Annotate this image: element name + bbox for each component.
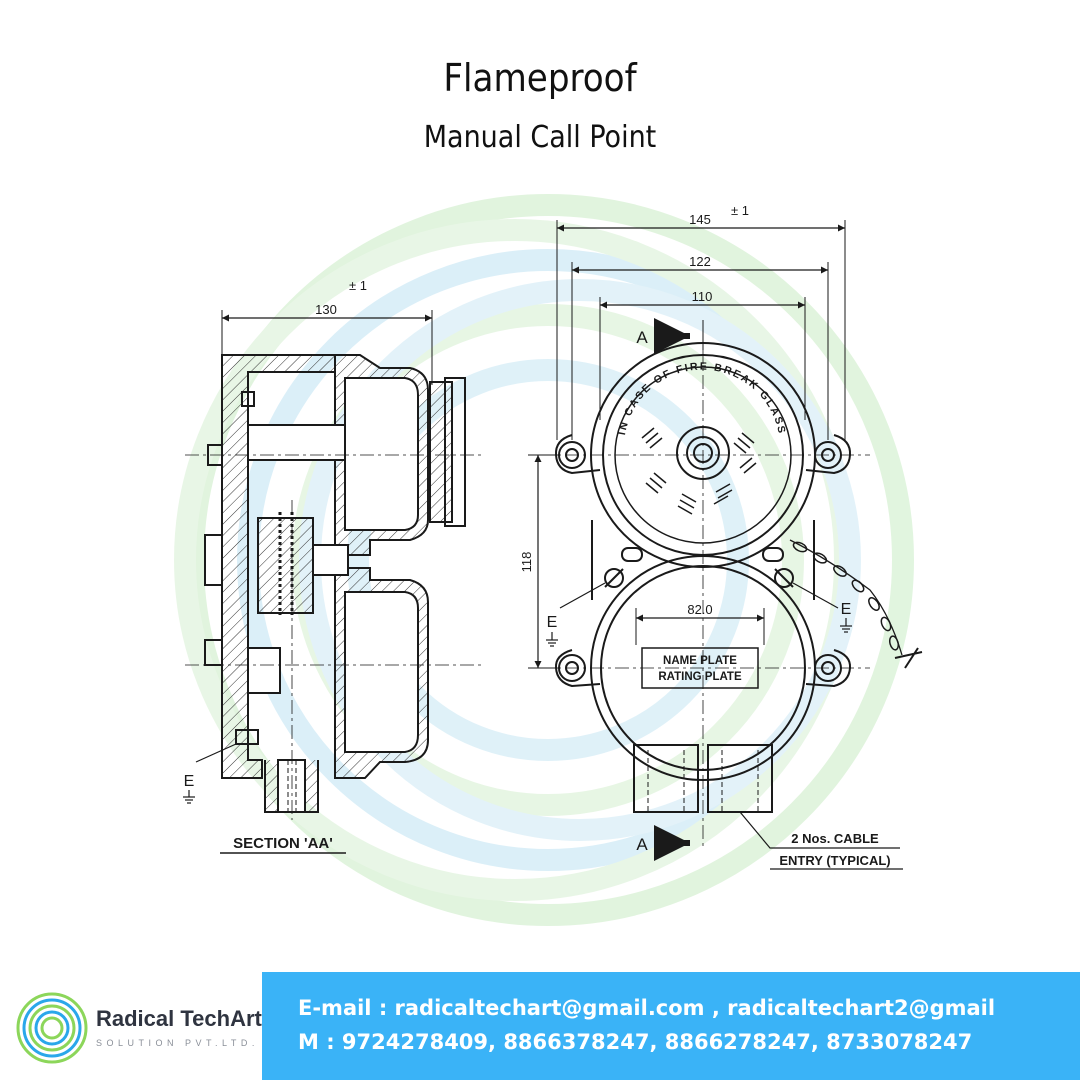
rating-plate-label: RATING PLATE [658,671,742,683]
section-caption: SECTION 'AA' [233,835,333,852]
earth-label-right: E [841,601,852,618]
dim-82: 82.0 [687,602,712,617]
brand-tagline: SOLUTION PVT.LTD. [96,1038,259,1048]
contact-bar: E-mail : radicaltechart@gmail.com , radi… [262,972,1080,1080]
earth-label-section: E [184,773,195,790]
front-view [528,220,923,861]
glass-ring-text: IN CASE OF FIRE BREAK GLASS [616,360,788,436]
contact-email: E-mail : radicaltechart@gmail.com , radi… [298,996,996,1020]
page-title: Flameproof [443,56,637,100]
tolerance-left: ± 1 [349,278,367,293]
technical-drawing: 145 ± 1 122 110 118 82.0 A A E E NAME PL… [183,203,923,870]
dim-122: 122 [689,254,711,269]
dim-110: 110 [692,289,713,304]
cable-entry-label-2: ENTRY (TYPICAL) [779,853,890,868]
dim-130: 130 [315,302,337,317]
contact-phone: M : 9724278409, 8866378247, 8866278247, … [298,1030,973,1054]
dim-118: 118 [519,552,534,573]
tolerance-right: ± 1 [731,203,749,218]
section-marker-top: A [636,328,648,347]
logo-rings-icon [16,992,88,1064]
earth-label-left: E [547,614,558,631]
name-plate-label: NAME PLATE [663,655,737,667]
section-marker-bottom: A [636,835,648,854]
cable-entry-label-1: 2 Nos. CABLE [791,831,879,846]
section-view [183,310,485,820]
brand-name: Radical TechArt [96,1006,262,1031]
page-subtitle: Manual Call Point [423,120,657,155]
company-logo: Radical TechArt SOLUTION PVT.LTD. [14,988,262,1068]
dim-145: 145 [689,212,711,227]
